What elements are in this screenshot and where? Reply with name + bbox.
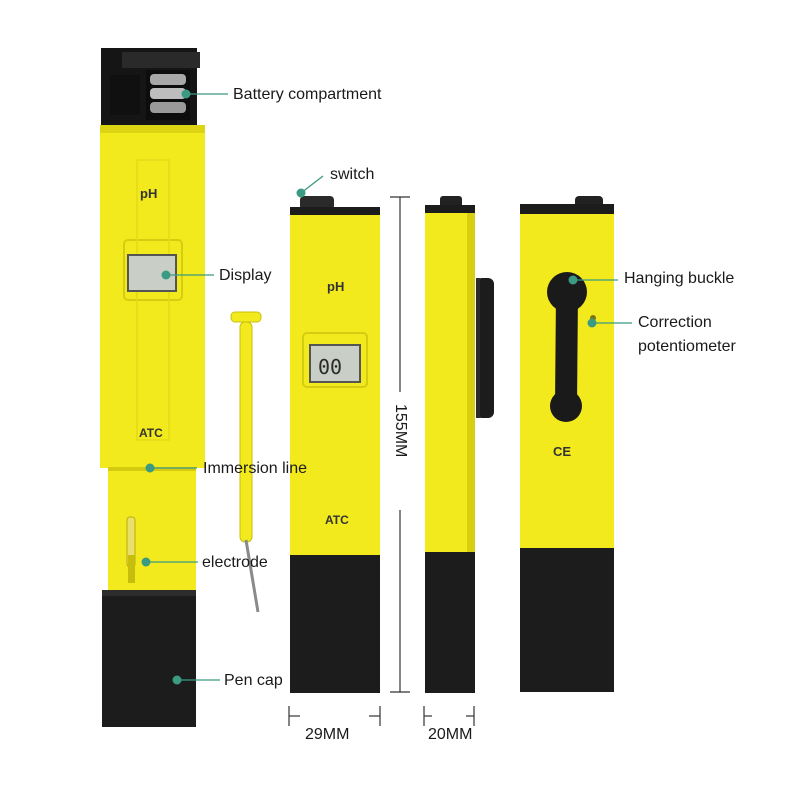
ph-meter-back: CE: [520, 196, 614, 692]
ce-mark: CE: [553, 444, 571, 459]
lcd-reading: 00: [318, 355, 342, 379]
atc-label-front: ATC: [325, 513, 349, 527]
correction-label-line2: potentiometer: [638, 338, 736, 355]
ph-meter-exploded: [100, 48, 205, 727]
ph-label-front: pH: [327, 279, 344, 294]
dimension-lines: [288, 196, 475, 726]
electrode: [126, 516, 136, 583]
immersion-line-label: Immersion line: [203, 460, 308, 477]
pen-cap-label: Pen cap: [224, 672, 283, 689]
correction-label-line1: Correction: [638, 314, 712, 331]
front-width-dimension-label: 29MM: [305, 726, 350, 743]
atc-label-exploded: ATC: [139, 426, 163, 440]
leader-lines: [141, 89, 632, 685]
pen-cap: [102, 590, 196, 727]
ph-label-exploded: pH: [140, 186, 157, 201]
hanging-buckle-label: Hanging buckle: [624, 270, 735, 287]
ph-meter-side: [425, 196, 494, 693]
electrode-label: electrode: [202, 554, 268, 571]
switch-label: switch: [330, 166, 375, 183]
lcd-display-front: [309, 344, 361, 383]
display-label: Display: [219, 267, 272, 284]
meter-body-lower: [108, 467, 196, 591]
meter-body-upper: [100, 125, 205, 468]
screwdriver: [230, 311, 262, 613]
battery-compartment-label: Battery compartment: [233, 86, 382, 103]
side-width-dimension-label: 20MM: [428, 726, 473, 743]
battery-compartment: [101, 48, 200, 126]
height-dimension-label: 155MM: [392, 404, 409, 458]
ph-meter-front: [290, 196, 380, 693]
